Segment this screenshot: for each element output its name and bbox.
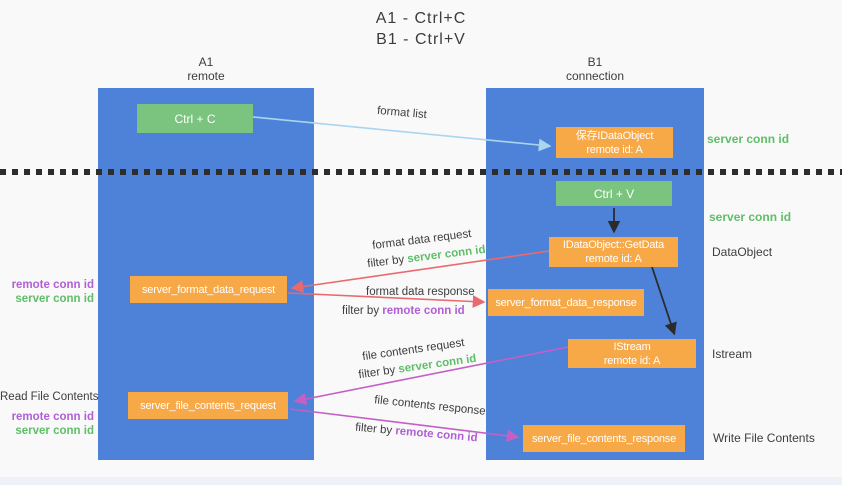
label-remote-conn-id: remote conn id — [11, 279, 94, 291]
box-server-format-data-response: server_format_data_response — [488, 289, 644, 316]
label-remote-conn-id: remote conn id — [382, 305, 465, 317]
label-conn-id-pair-format: remote conn id server conn id — [0, 278, 94, 306]
dotted-divider-line — [0, 169, 842, 175]
label-filter-by: filter by — [357, 364, 397, 382]
label-server-conn-id-mid: server conn id — [709, 210, 792, 224]
footer-strip — [0, 477, 842, 485]
label-filter-by: filter by — [354, 421, 393, 437]
diagram-title: A1 - Ctrl+C B1 - Ctrl+V — [0, 8, 842, 50]
box-save-idataobject-line2: remote id: A — [586, 143, 643, 156]
label-read-file-contents: Read File Contents — [0, 391, 99, 403]
lifeline-b1-name: B1 — [587, 55, 603, 69]
label-server-conn-id: server conn id — [15, 293, 94, 305]
box-idataobject-getdata: IDataObject::GetData remote id: A — [549, 237, 678, 267]
label-format-data-response: format data response — [366, 286, 475, 298]
label-format-list: format list — [376, 104, 428, 122]
box-server-file-contents-request: server_file_contents_request — [128, 392, 288, 419]
box-save-idataobject: 保存IDataObject remote id: A — [556, 127, 673, 158]
lifeline-a1-role: remote — [187, 69, 225, 83]
label-server-conn-id-top: server conn id — [707, 132, 790, 146]
label-server-conn-id: server conn id — [406, 243, 487, 266]
box-istream-line1: IStream — [613, 340, 651, 353]
label-conn-id-pair-file: remote conn id server conn id — [0, 410, 94, 438]
box-ctrl-v: Ctrl + V — [556, 181, 672, 206]
label-istream: Istream — [712, 347, 753, 361]
label-remote-conn-id: remote conn id — [11, 411, 94, 423]
lifeline-b1-role: connection — [565, 69, 625, 83]
label-filter-by: filter by — [366, 253, 405, 271]
lifeline-a1-name: A1 — [198, 55, 214, 69]
box-idataobject-getdata-line2: remote id: A — [585, 253, 642, 265]
label-dataobject: DataObject — [712, 245, 773, 259]
box-istream-line2: remote id: A — [603, 354, 661, 367]
label-filter-by-remote-conn-id: filter by remote conn id — [342, 305, 465, 317]
title-line-1: A1 - Ctrl+C — [375, 10, 467, 27]
lifeline-a1-header: A1 remote — [98, 55, 314, 83]
label-filter-by: filter by — [342, 305, 380, 317]
box-server-format-data-request: server_format_data_request — [130, 276, 287, 303]
title-line-2: B1 - Ctrl+V — [376, 31, 466, 48]
lifeline-b1-header: B1 connection — [486, 55, 704, 83]
box-save-idataobject-line1: 保存IDataObject — [575, 129, 654, 142]
box-idataobject-getdata-line1: IDataObject::GetData — [562, 239, 665, 251]
box-server-file-contents-response: server_file_contents_response — [523, 425, 685, 452]
label-filter-by-remote-conn-id: filter by remote conn id — [355, 422, 478, 445]
box-istream: IStream remote id: A — [568, 339, 696, 368]
label-server-conn-id: server conn id — [15, 425, 94, 437]
label-file-contents-response: file contents response — [373, 394, 487, 418]
label-write-file-contents: Write File Contents — [713, 431, 815, 445]
box-ctrl-c: Ctrl + C — [137, 104, 253, 133]
label-remote-conn-id: remote conn id — [394, 425, 479, 445]
